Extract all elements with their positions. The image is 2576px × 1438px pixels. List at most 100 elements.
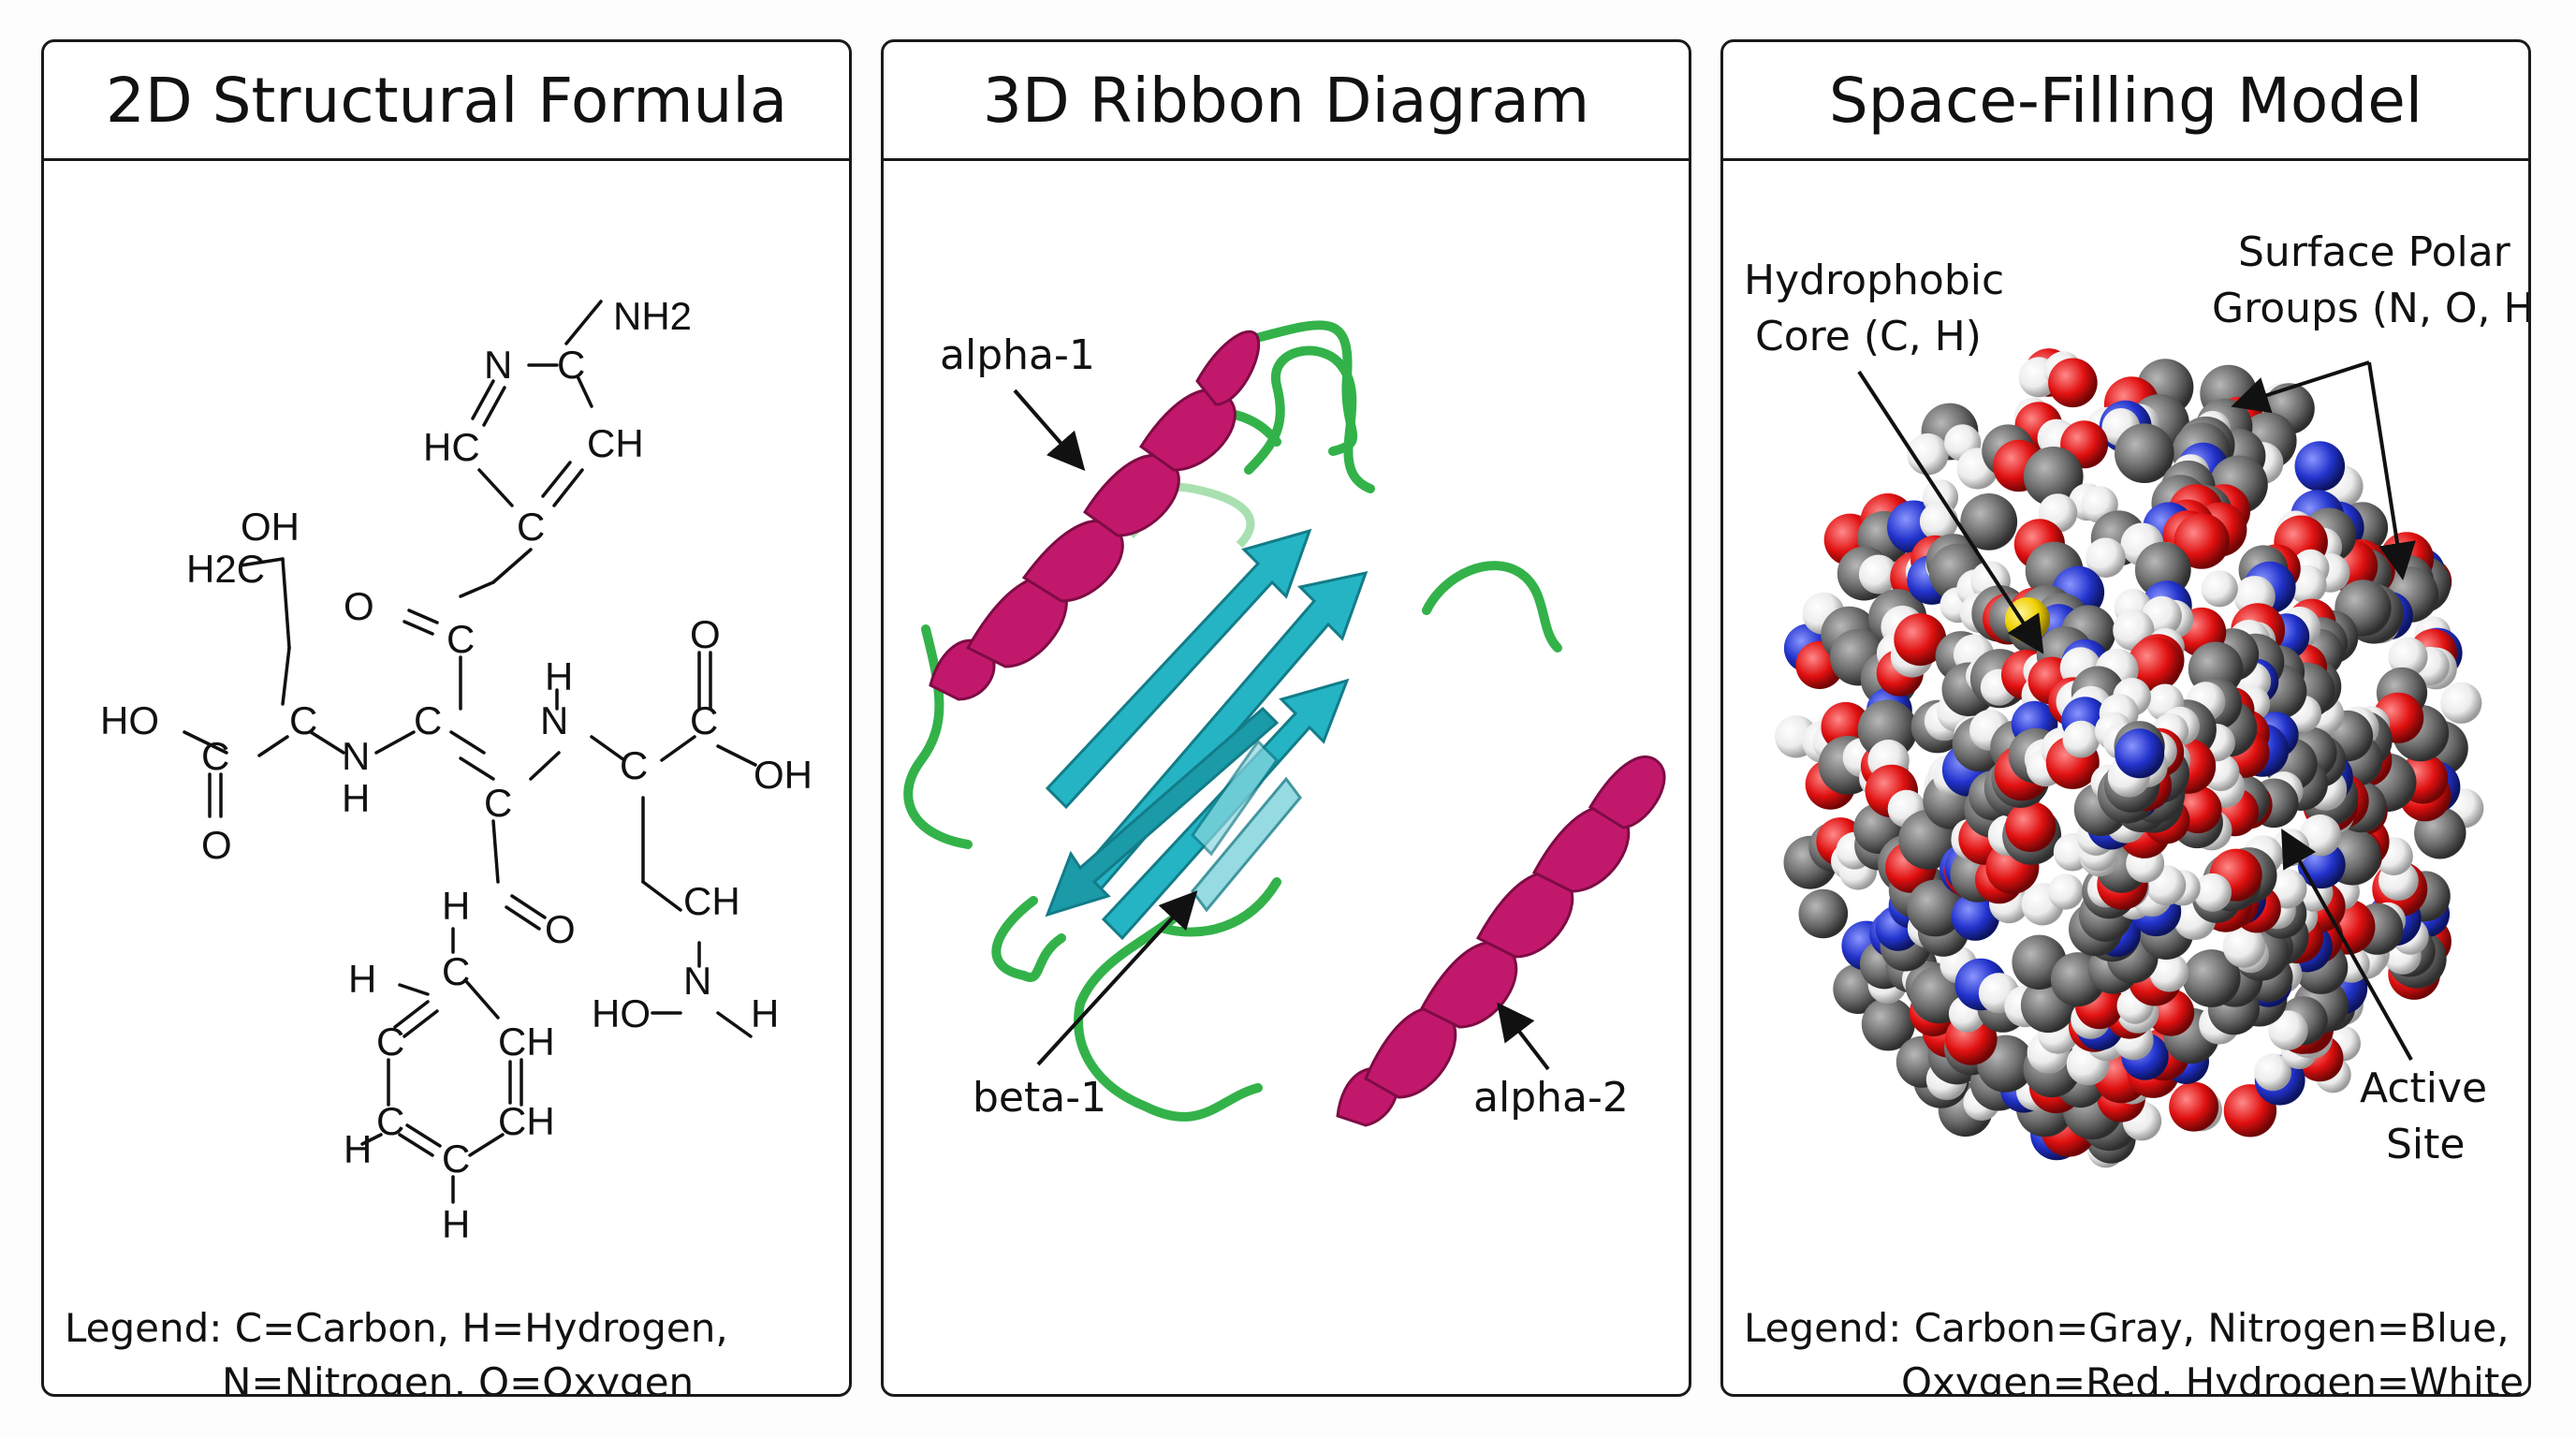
atom-n-ring: N <box>484 343 512 387</box>
label-hydrophobic-line-1: Hydrophobic <box>1744 257 2004 304</box>
atom-c-alpha2: C <box>620 743 648 787</box>
atom-sphere <box>2086 537 2126 578</box>
atom-benzene-ch2: CH <box>498 1099 555 1143</box>
atom-sphere <box>2254 1053 2291 1092</box>
atom-n-amide1: N <box>342 734 370 778</box>
atom-oh-top: OH <box>241 505 300 549</box>
atom-sphere <box>2023 447 2084 506</box>
panel-title: 2D Structural Formula <box>44 42 849 161</box>
atom-sphere <box>2115 423 2174 483</box>
atom-sphere <box>1951 892 2000 941</box>
atom-spheres <box>1775 348 2484 1168</box>
atom-sphere <box>2182 949 2241 1007</box>
atom-h-amide1: H <box>342 776 370 820</box>
arrow-beta-1 <box>1036 890 1198 1066</box>
atom-o-acid2: O <box>690 612 721 656</box>
atom-benzene-c4: C <box>442 1137 470 1181</box>
legend-line-1: Legend: C=Carbon, H=Hydrogen, <box>65 1305 728 1351</box>
arrow-surface-polar-2 <box>2367 361 2416 580</box>
ribbon-diagram-area: alpha-1 beta-1 alpha-2 <box>884 161 1689 1394</box>
atom-sphere <box>2294 441 2346 492</box>
panel-title: Space-Filling Model <box>1723 42 2528 161</box>
panel-2d-structural-formula: 2D Structural Formula <box>41 39 852 1397</box>
atom-c-center: C <box>414 698 442 742</box>
panel-title: 3D Ribbon Diagram <box>884 42 1689 161</box>
atom-oh-right: OH <box>754 753 812 797</box>
beta-sheet <box>1045 528 1368 941</box>
atom-n-side: N <box>683 959 711 1003</box>
atom-o-acid1: O <box>201 823 232 867</box>
atom-sphere <box>2062 720 2100 758</box>
atom-nh2: NH2 <box>613 294 692 338</box>
atom-ch: CH <box>587 421 644 465</box>
atom-sphere <box>2048 358 2098 408</box>
atom-ho-side: HO <box>592 991 651 1035</box>
ribbon-drawing: alpha-1 beta-1 alpha-2 <box>903 320 1666 1127</box>
atom-benzene-c1: C <box>442 949 470 993</box>
atom-sphere <box>2047 873 2084 910</box>
arrow-alpha-1 <box>1013 389 1086 472</box>
atom-c-ring-top: C <box>557 343 585 387</box>
atom-sphere <box>2268 1010 2308 1050</box>
atom-ch-side: CH <box>683 879 740 923</box>
legend-line-2: Oxygen=Red, Hydrogen=White <box>1901 1359 2525 1397</box>
atom-benzene-h-left2: H <box>344 1127 372 1171</box>
atom-o-ketone: O <box>344 584 374 628</box>
atom-sphere <box>1894 613 1947 667</box>
atom-c-alpha1: C <box>289 698 317 742</box>
legend: Legend: C=Carbon, H=Hydrogen, N=Nitrogen… <box>65 1301 728 1397</box>
label-active-line-1: Active <box>2360 1064 2487 1112</box>
label-alpha-1: alpha-1 <box>940 331 1095 379</box>
atom-sphere <box>1798 888 1849 939</box>
atom-sphere <box>2174 513 2230 569</box>
atom-benzene-ch1: CH <box>498 1020 555 1064</box>
panel-space-filling-model: Space-Filling Model Hydrophobic Core (C,… <box>1720 39 2531 1397</box>
arrow-hydrophobic-core <box>1857 370 2044 654</box>
legend-line-1: Legend: Carbon=Gray, Nitrogen=Blue, <box>1744 1305 2510 1351</box>
atom-hc: HC <box>423 425 480 469</box>
atom-benzene-c3: C <box>376 1099 404 1143</box>
atom-sphere <box>2222 925 2266 968</box>
atom-o-lower: O <box>545 907 576 951</box>
label-active-line-2: Site <box>2386 1121 2465 1168</box>
label-beta-1: beta-1 <box>973 1074 1106 1122</box>
atom-sphere <box>2005 800 2056 853</box>
atom-sphere <box>1857 699 1918 760</box>
atom-sphere <box>2128 637 2183 692</box>
atom-h-nh: H <box>545 654 573 698</box>
ribbon-labels: alpha-1 beta-1 alpha-2 <box>940 331 1629 1122</box>
atom-sphere <box>2169 1081 2219 1132</box>
atom-benzene-h-left: H <box>348 957 376 1001</box>
atom-sphere <box>2115 728 2165 779</box>
label-hydrophobic-line-2: Core (C, H) <box>1755 313 1982 360</box>
legend-line-2: N=Nitrogen, O=Oxygen <box>222 1359 695 1397</box>
atom-c-ring-bottom: C <box>517 505 545 549</box>
label-surface-line-1: Surface Polar <box>2238 228 2511 276</box>
structural-formula-area: NH2 N C HC CH C OH H2C HO C O C N H O C … <box>44 161 849 1394</box>
atom-benzene-h-top: H <box>442 884 470 928</box>
space-filling-area: Hydrophobic Core (C, H) Surface Polar Gr… <box>1723 161 2528 1394</box>
atom-sphere <box>2193 873 2232 912</box>
atom-c-acid2: C <box>690 698 718 742</box>
label-alpha-2: alpha-2 <box>1473 1074 1629 1122</box>
atom-h2c: H2C <box>186 547 265 591</box>
atom-sphere <box>1861 997 1915 1051</box>
atom-c-ketone: C <box>446 617 475 661</box>
label-surface-line-2: Groups (N, O, H) <box>2212 285 2528 332</box>
structural-formula-drawing: NH2 N C HC CH C OH H2C HO C O C N H O C … <box>100 294 812 1246</box>
panel-3d-ribbon-diagram: 3D Ribbon Diagram <box>881 39 1691 1397</box>
atom-benzene-h-bottom: H <box>442 1202 470 1246</box>
atom-sphere <box>2388 637 2428 677</box>
alpha-helices <box>929 330 1666 1127</box>
loop-regions <box>903 320 1562 1122</box>
atom-sphere <box>1960 493 2018 550</box>
atom-c-acid1: C <box>201 734 229 778</box>
atom-h-side: H <box>751 991 779 1035</box>
space-filling-drawing: Hydrophobic Core (C, H) Surface Polar Gr… <box>1744 228 2528 1168</box>
arrow-surface-polar-1 <box>2231 360 2370 414</box>
arrow-alpha-2 <box>1497 1002 1550 1071</box>
atom-sphere <box>1858 554 1898 594</box>
space-filling-labels: Hydrophobic Core (C, H) Surface Polar Gr… <box>1744 228 2528 1168</box>
atom-sphere <box>2149 952 2189 992</box>
atom-sphere <box>1907 433 1949 476</box>
